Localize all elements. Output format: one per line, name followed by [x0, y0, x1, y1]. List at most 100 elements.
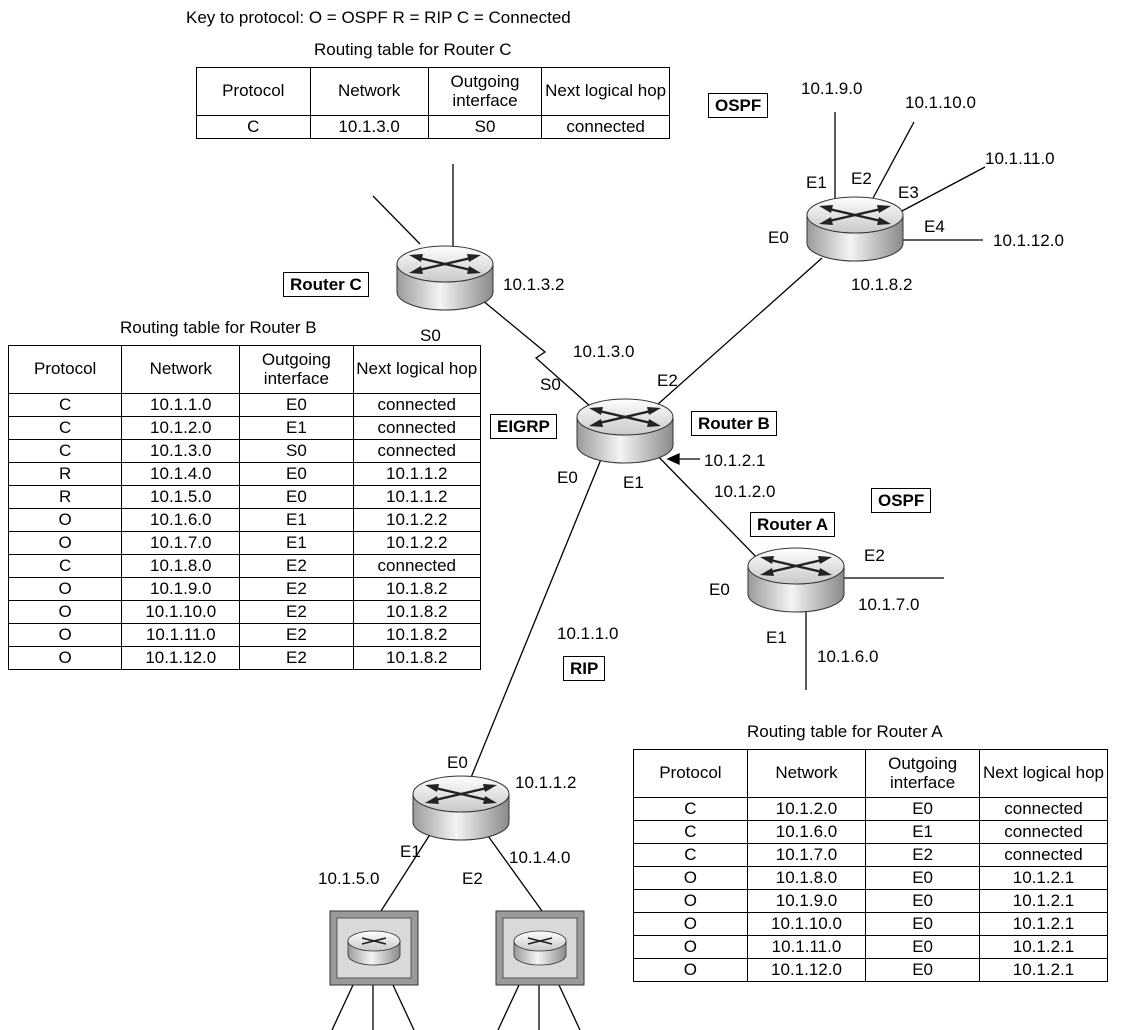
- switch-icons: [329, 910, 585, 986]
- table-cell: C: [633, 843, 748, 867]
- router-c-address: 10.1.3.2: [503, 275, 565, 294]
- table-cell: O: [7, 600, 123, 624]
- network-10-1-12-0: 10.1.12.0: [993, 231, 1064, 250]
- table-cell: C: [196, 115, 311, 139]
- router-b-address: 10.1.2.1: [704, 451, 766, 470]
- router-c-table-caption: Routing table for Router C: [314, 40, 512, 59]
- column-header: Next logical hop: [541, 67, 670, 116]
- bottom-router-e1: E1: [400, 842, 421, 861]
- table-cell: connected: [979, 797, 1108, 821]
- table-cell: 10.1.3.0: [121, 439, 241, 463]
- table-cell: 10.1.8.0: [746, 866, 867, 890]
- table-cell: 10.1.5.0: [121, 485, 241, 509]
- table-cell: 10.1.2.2: [352, 531, 482, 555]
- table-cell: connected: [352, 439, 482, 463]
- switch-left-icon: [329, 910, 419, 986]
- table-cell: O: [7, 508, 123, 532]
- column-header: Next logical hop: [979, 749, 1108, 798]
- table-cell: 10.1.12.0: [121, 646, 241, 670]
- table-cell: 10.1.2.1: [979, 958, 1108, 982]
- link-c-west: [372, 195, 421, 245]
- table-cell: E0: [865, 935, 980, 959]
- table-cell: 10.1.3.0: [309, 115, 429, 139]
- table-cell: 10.1.9.0: [121, 577, 241, 601]
- table-cell: E2: [239, 646, 354, 670]
- rip-label: RIP: [563, 656, 606, 681]
- table-cell: 10.1.9.0: [746, 889, 867, 913]
- table-cell: S0: [427, 115, 543, 139]
- table-cell: connected: [979, 820, 1108, 844]
- bottom-router-e0: E0: [447, 753, 468, 772]
- network-10-1-4-0: 10.1.4.0: [509, 848, 571, 867]
- table-cell: 10.1.2.1: [979, 866, 1108, 890]
- router-b-icon: [576, 398, 674, 464]
- table-cell: connected: [352, 416, 482, 440]
- router-b-label: Router B: [691, 411, 777, 436]
- network-10-1-6-0: 10.1.6.0: [817, 647, 879, 666]
- column-header: Network: [121, 345, 241, 394]
- network-10-1-11-0: 10.1.11.0: [985, 149, 1055, 168]
- router-a-label: Router A: [750, 512, 836, 537]
- table-cell: O: [633, 958, 748, 982]
- top-router-e1: E1: [806, 173, 827, 192]
- router-a-table-caption: Routing table for Router A: [747, 722, 943, 741]
- column-header: Outgoing interface: [427, 67, 543, 116]
- table-cell: E2: [239, 623, 354, 647]
- link-b-bottom: [469, 451, 605, 781]
- table-cell: 10.1.12.0: [746, 958, 867, 982]
- table-cell: C: [633, 797, 748, 821]
- table-cell: E1: [865, 820, 980, 844]
- link-b-a: [649, 447, 766, 567]
- table-cell: 10.1.8.2: [352, 600, 482, 624]
- table-cell: O: [7, 577, 123, 601]
- router-b-e0: E0: [557, 468, 578, 487]
- table-cell: E0: [865, 958, 980, 982]
- table-cell: 10.1.8.0: [121, 554, 241, 578]
- table-cell: E2: [865, 843, 980, 867]
- router-b-table-caption: Routing table for Router B: [120, 318, 317, 337]
- table-cell: E1: [239, 508, 354, 532]
- table-cell: O: [633, 866, 748, 890]
- table-cell: 10.1.11.0: [121, 623, 241, 647]
- router-b-e1: E1: [623, 473, 644, 492]
- column-header: Outgoing interface: [865, 749, 980, 798]
- column-header: Next logical hop: [352, 345, 482, 394]
- router-bottom-icon: [412, 775, 510, 841]
- network-10-1-5-0: 10.1.5.0: [318, 869, 380, 888]
- table-cell: E0: [865, 912, 980, 936]
- router-a-e1: E1: [766, 628, 787, 647]
- table-cell: E1: [239, 416, 354, 440]
- table-cell: O: [633, 912, 748, 936]
- top-router-address: 10.1.8.2: [851, 275, 913, 294]
- network-10-1-2-0: 10.1.2.0: [714, 482, 776, 501]
- router-icons: [396, 196, 904, 841]
- network-10-1-1-0: 10.1.1.0: [557, 624, 619, 643]
- table-cell: 10.1.4.0: [121, 462, 241, 486]
- table-cell: connected: [541, 115, 670, 139]
- column-header: Protocol: [633, 749, 748, 798]
- table-cell: E0: [239, 485, 354, 509]
- column-header: Network: [746, 749, 867, 798]
- table-cell: 10.1.7.0: [121, 531, 241, 555]
- top-router-e3: E3: [898, 183, 919, 202]
- table-cell: connected: [352, 393, 482, 417]
- table-cell: 10.1.2.0: [746, 797, 867, 821]
- link-tr-b: [656, 257, 823, 406]
- table-cell: 10.1.11.0: [746, 935, 867, 959]
- table-cell: R: [7, 462, 123, 486]
- column-header: Protocol: [196, 67, 311, 116]
- top-router-e2: E2: [851, 169, 872, 188]
- table-cell: 10.1.1.2: [352, 462, 482, 486]
